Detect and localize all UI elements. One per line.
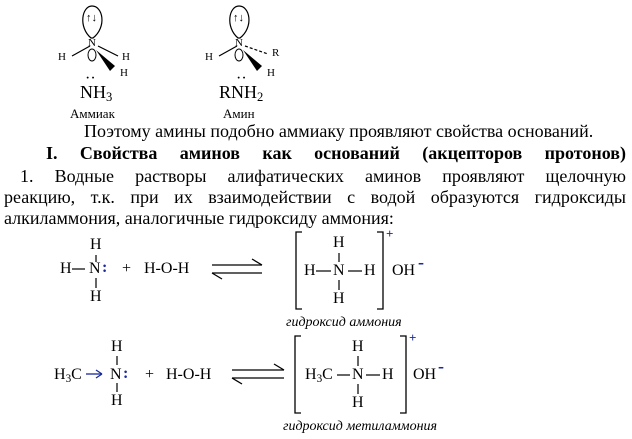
paragraph-line-1: 1. Водные растворы алифатических аминов … — [20, 166, 626, 186]
r1-prod-h-bottom: H — [333, 290, 345, 307]
r1-lone-pair: : — [102, 259, 108, 276]
r1-n: N — [89, 260, 101, 277]
amine-lone-pair-orbital — [229, 5, 250, 39]
r2-n: N — [110, 366, 122, 383]
amine-bond-left — [218, 45, 238, 57]
paragraph-line-2: реакцию, т.к. при их взаимодействии с во… — [4, 187, 626, 207]
r2-prod-h-right: H — [382, 366, 394, 383]
amine-h-bottom: H — [267, 67, 275, 79]
amine-n: N — [235, 37, 243, 49]
ammonia-name: Аммиак — [70, 106, 115, 121]
ammonia-lone-pair-label: ↑↓ — [86, 12, 97, 24]
section-heading: I. Свойства аминов как оснований (акцепт… — [46, 143, 626, 163]
ammonia-small-orbital — [87, 48, 97, 62]
r2-methyl: H3C — [54, 366, 82, 385]
r1-h-left: H — [60, 260, 72, 277]
r1-prod-n: N — [333, 262, 345, 279]
amine-lone-pair-label: ↑↓ — [233, 12, 244, 24]
r1-plus: + — [122, 260, 132, 277]
intro-sentence: Поэтому амины подобно аммиаку проявляют … — [84, 121, 594, 141]
r2-hydroxide-charge: - — [438, 356, 444, 376]
amine-small-orbital — [234, 48, 244, 62]
amine-name: Амин — [223, 106, 255, 121]
ammonia-formula: ·· NH3 — [80, 70, 113, 105]
r1-bracket-right — [377, 231, 384, 310]
r2-bracket-left — [294, 335, 301, 414]
ammonia-h-left: H — [58, 51, 66, 63]
r1-hydroxide-charge: - — [418, 252, 424, 272]
ammonia-lone-pair-orbital — [82, 5, 103, 39]
r1-prod-h-top: H — [333, 234, 345, 251]
amine-h-left: H — [205, 51, 213, 63]
r2-cation-charge: + — [409, 330, 417, 345]
r2-caption: гидроксид метиламмония — [283, 419, 438, 434]
r2-prod-n: N — [352, 366, 364, 383]
r1-cation-charge: + — [386, 226, 394, 241]
r2-lone-pair: : — [123, 365, 129, 382]
r2-bracket-right — [400, 335, 407, 414]
amine-bond-r — [244, 45, 269, 55]
r2-h-top: H — [111, 338, 123, 355]
r2-prod-h-bottom: H — [352, 394, 364, 411]
ammonia-bond-wedge — [96, 50, 115, 71]
ammonia-h-right: H — [122, 51, 130, 63]
r2-h-bottom: H — [111, 392, 123, 409]
amine-formula: ·· RNH2 — [219, 70, 264, 105]
amine-bond-wedge — [243, 50, 262, 71]
ammonia-bond-left — [71, 45, 91, 57]
r1-prod-h-left: H — [304, 262, 316, 279]
paragraph-line-3: алкиламмония, аналогичные гидроксиду амм… — [4, 208, 394, 228]
r2-plus: + — [145, 366, 155, 383]
r2-water: H-O-H — [166, 366, 212, 383]
r1-bracket-left — [295, 231, 302, 310]
r1-h-bottom: H — [90, 288, 102, 305]
ammonia-bond-right — [97, 45, 119, 57]
r2-hydroxide: OH — [413, 366, 437, 383]
r1-hydroxide: OH — [392, 262, 416, 279]
r2-prod-h-top: H — [352, 338, 364, 355]
r1-caption: гидроксид аммония — [286, 315, 402, 330]
ammonia-h-bottom: H — [120, 67, 128, 79]
r1-water: H-O-H — [144, 260, 190, 277]
r1-h-top: H — [90, 236, 102, 253]
amine-r: R — [272, 47, 280, 59]
r2-prod-methyl: H3C — [305, 366, 333, 385]
ammonia-n: N — [88, 37, 96, 49]
r1-prod-h-right: H — [364, 262, 376, 279]
